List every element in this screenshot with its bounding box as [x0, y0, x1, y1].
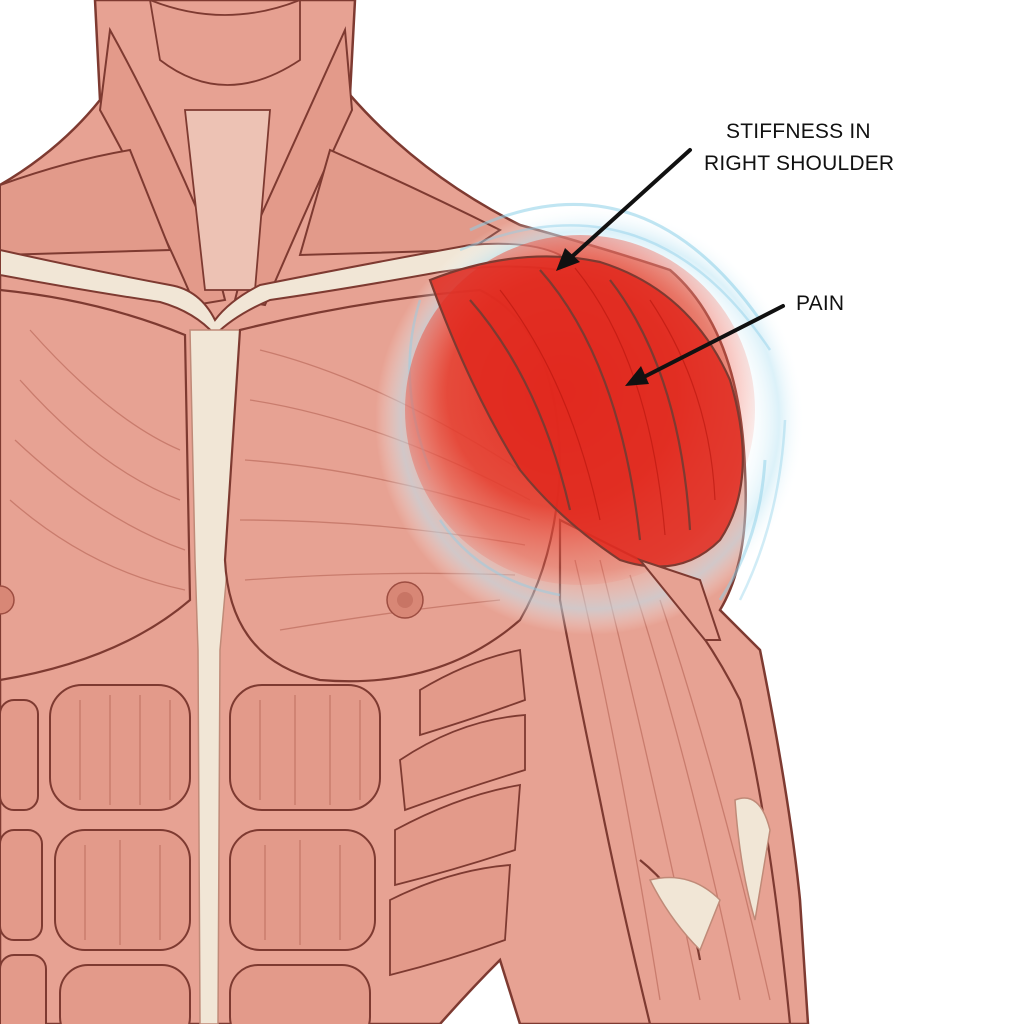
pain-arrow	[625, 304, 785, 386]
nipple-left	[0, 585, 15, 615]
neck-muscles	[0, 0, 502, 307]
stiffness-arrow	[556, 148, 692, 271]
label-stiffness-line2: RIGHT SHOULDER	[704, 152, 894, 175]
label-stiffness-line1: STIFFNESS IN	[726, 120, 871, 143]
serratus-muscles	[389, 648, 526, 977]
label-pain: PAIN	[796, 292, 844, 315]
abdominal-muscles	[0, 684, 381, 1024]
upper-arm	[558, 518, 792, 1024]
deltoid-pain-area	[405, 235, 755, 641]
